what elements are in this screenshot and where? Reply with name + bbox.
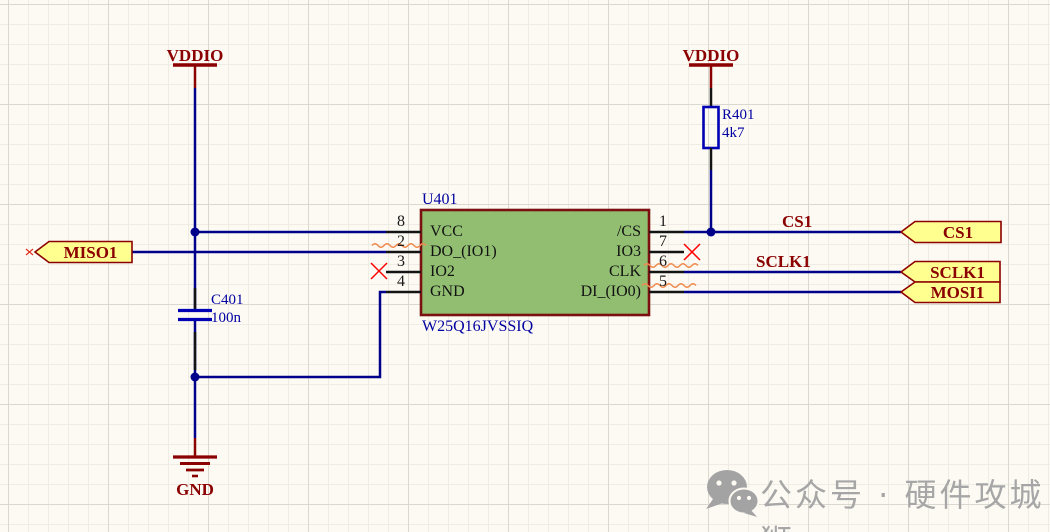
u401-pin-name-cs: /CS [616, 223, 641, 240]
port-miso1-shape[interactable] [33, 240, 133, 264]
r401-value[interactable]: 4k7 [722, 125, 745, 141]
watermark-account-text: 公众号 · 硬件攻城狮 [760, 476, 1045, 532]
u401-pin-name-io3: IO3 [616, 243, 641, 260]
vddio-left-label[interactable]: VDDIO [166, 46, 224, 65]
net-label-sclk1[interactable]: SCLK1 [756, 252, 811, 271]
u401-pin-number-5: 5 [659, 273, 667, 290]
u401-pin-name-clk: CLK [609, 263, 641, 280]
vddio-right-label[interactable]: VDDIO [682, 46, 740, 65]
junction-vcc [190, 227, 200, 237]
u401-pin-number-8: 8 [397, 213, 405, 230]
u401-pin-number-4: 4 [397, 273, 405, 290]
wechat-icon [706, 470, 760, 517]
port-cs1-shape[interactable] [899, 220, 1002, 244]
u401-pin-number-1: 1 [659, 213, 667, 230]
u401-designator[interactable]: U401 [422, 191, 458, 208]
junction-cs1 [706, 227, 716, 237]
u401-pin-name-di-io0: DI_(IO0) [580, 283, 641, 300]
no-erc-marker-miso [25, 248, 34, 256]
port-miso1-label[interactable]: MISO1 [63, 243, 118, 262]
u401-pin-name-io2: IO2 [430, 263, 455, 280]
net-label-cs1[interactable]: CS1 [782, 212, 813, 231]
erc-wave-pin2 [371, 243, 427, 248]
port-cs1-label[interactable]: CS1 [942, 223, 974, 242]
u401-pin-name-do-io1: DO_(IO1) [430, 243, 497, 260]
junction-gnd [190, 372, 200, 382]
u401-part-number[interactable]: W25Q16JVSSIQ [422, 318, 534, 335]
u401-pin-number-6: 6 [659, 253, 667, 270]
u401-pin-number-3: 3 [397, 253, 405, 270]
c401-value[interactable]: 100n [211, 310, 241, 326]
port-sclk1-label[interactable]: SCLK1 [930, 263, 985, 282]
wire-gnd-branch[interactable] [195, 290, 386, 379]
c401-designator[interactable]: C401 [211, 292, 244, 308]
erc-wave-pin6 [643, 263, 699, 268]
no-connect-cross-pin7[interactable] [683, 243, 701, 261]
port-sclk1-shape[interactable] [899, 260, 1001, 283]
port-mosi1-shape[interactable] [899, 281, 1001, 304]
u401-pin-number-7: 7 [659, 233, 667, 250]
erc-wave-pin5 [641, 283, 697, 288]
port-mosi1-label[interactable]: MOSI1 [930, 283, 985, 302]
gnd-label[interactable]: GND [176, 480, 214, 499]
u401-body[interactable] [419, 208, 651, 317]
r401-designator[interactable]: R401 [722, 107, 755, 123]
u401-pin-name-gnd: GND [430, 283, 465, 300]
no-connect-cross-pin3[interactable] [370, 262, 388, 280]
u401-pin-name-vcc: VCC [430, 223, 463, 240]
r401-body[interactable] [702, 105, 720, 150]
u401-pin-number-2: 2 [397, 233, 405, 250]
